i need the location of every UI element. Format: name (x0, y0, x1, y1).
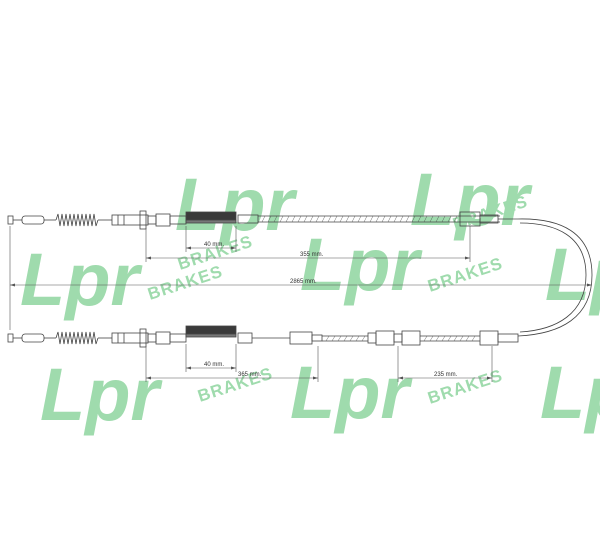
end-fitting (7, 215, 14, 225)
watermark-brand: Lpr (410, 158, 533, 241)
dimension-label-top-long: 355 mm. (300, 252, 324, 258)
adjuster-body (111, 332, 149, 344)
watermark-brand: Lpr (40, 353, 163, 436)
spring (55, 213, 99, 227)
watermark-sub: BRAKES (425, 254, 505, 296)
watermark-logo: Lpr (540, 351, 600, 434)
spring (55, 331, 99, 345)
watermark-brand: Lpr (290, 351, 413, 434)
watermark-brand: Lpr (540, 351, 600, 434)
grommet (185, 211, 237, 221)
dimension-lines (9, 226, 592, 382)
watermark-logo: Lpr BRAKES (290, 351, 505, 434)
cable-loop (517, 218, 593, 337)
watermark-layer: Lpr BRAKES Lpr BRAKES Lpr BRAKES Lpr BRA… (20, 158, 600, 436)
watermark-brand: Lpr (20, 238, 143, 321)
nipple (21, 333, 45, 343)
watermark-brand: Lpr (545, 233, 600, 316)
grommet (185, 325, 237, 335)
watermark-brand: Lpr (175, 163, 298, 246)
dimension-label-bottom-short: 40 mm. (204, 362, 224, 368)
dimension-label-top-short: 40 mm. (204, 242, 224, 248)
watermark-sub: BRAKES (195, 364, 275, 406)
watermark-logo: Lpr BRAKES (410, 158, 533, 241)
dimension-label-bottom-mid: 365 mm. (238, 372, 262, 378)
watermark-brand: Lpr (300, 223, 423, 306)
watermark-logo: Lpr BRAKES (20, 238, 225, 321)
dimension-arrows (10, 246, 592, 380)
watermark-logo: Lpr BRAKES (40, 353, 275, 436)
watermark-logo: Lpr BRAKES (175, 163, 298, 274)
watermark-logo: Lpr (545, 233, 600, 316)
watermark-logo: Lpr BRAKES (300, 223, 505, 306)
adjuster-body (111, 214, 149, 226)
nipple (21, 215, 45, 225)
bottom-cable (7, 325, 519, 348)
dimension-label-bottom-right: 235 mm. (434, 372, 458, 378)
end-fitting (7, 333, 14, 343)
top-cable (7, 210, 593, 337)
dimension-label-overall: 2865 mm. (290, 279, 317, 285)
